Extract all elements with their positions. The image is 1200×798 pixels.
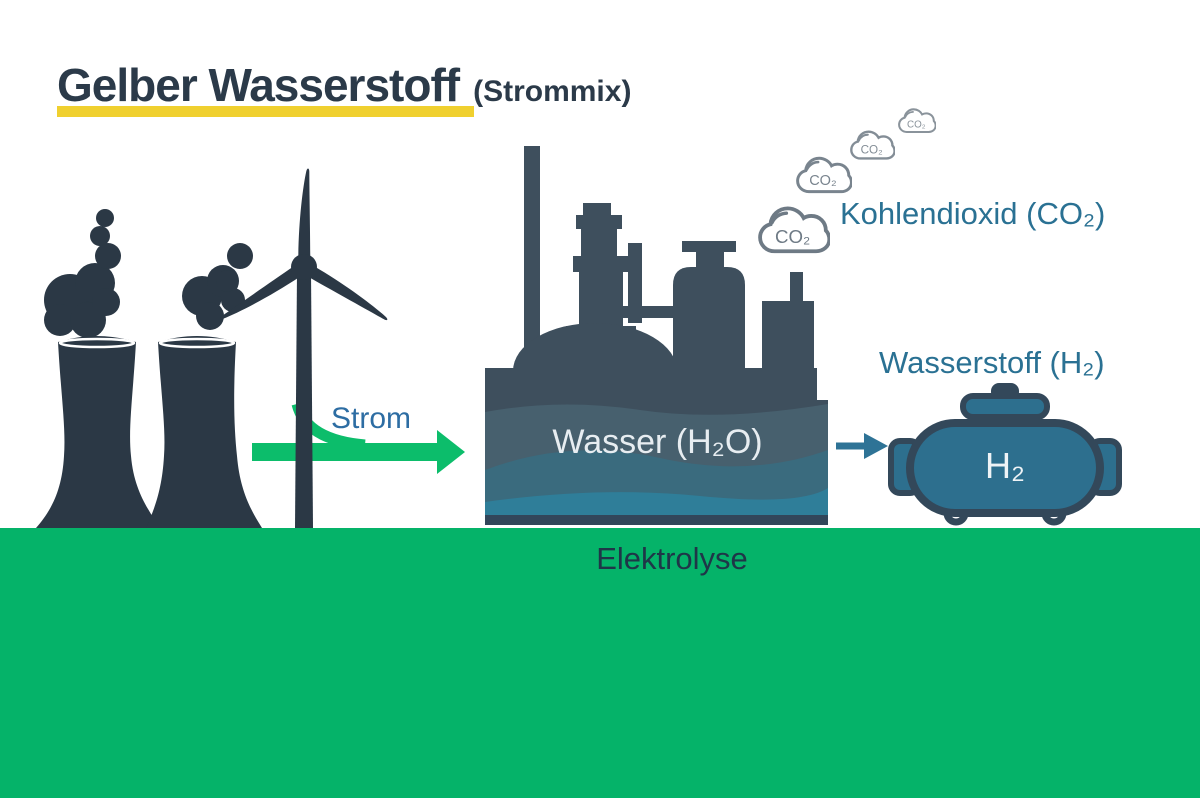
wasserstoff-label: Wasserstoff (H₂) bbox=[879, 345, 1105, 380]
page-title: Gelber Wasserstoff (Strommix) bbox=[57, 58, 631, 112]
h2-arrow-icon bbox=[836, 433, 888, 459]
title-text: Gelber Wasserstoff bbox=[57, 59, 460, 111]
power-plant-icon bbox=[36, 209, 262, 528]
co2-cloud-icon: CO₂ bbox=[758, 206, 830, 254]
co2-cloud-label: CO₂ bbox=[809, 173, 836, 189]
co2-cloud-icon: CO₂ bbox=[796, 156, 852, 194]
factory-icon bbox=[485, 146, 828, 525]
title-suffix: (Strommix) bbox=[473, 75, 632, 108]
wind-turbine-icon bbox=[220, 168, 388, 528]
turbine-hub bbox=[291, 254, 317, 280]
co2-cloud-icon: CO₂ bbox=[898, 108, 936, 133]
co2-cloud-icon: CO₂ bbox=[850, 130, 895, 160]
co2-cloud-label: CO₂ bbox=[861, 143, 883, 156]
co2-cloud-label: CO₂ bbox=[907, 120, 926, 131]
water-waves bbox=[485, 404, 828, 525]
turbine-mast bbox=[295, 271, 313, 528]
elektrolyse-label: Elektrolyse bbox=[596, 541, 748, 576]
factory-silhouette bbox=[513, 146, 814, 377]
tank-body bbox=[906, 419, 1104, 517]
strom-label: Strom bbox=[331, 402, 412, 435]
tower-rim-left bbox=[58, 337, 136, 349]
cooling-tower-right bbox=[146, 336, 262, 528]
turbine-blades bbox=[220, 168, 388, 321]
title-underline bbox=[57, 106, 474, 117]
ground-band bbox=[0, 528, 1200, 798]
co2-cloud-label: CO₂ bbox=[775, 226, 810, 247]
smoke-puffs bbox=[44, 209, 253, 338]
tower-rim-right bbox=[158, 337, 236, 349]
tank-valve bbox=[960, 383, 1050, 429]
h2-label: H₂ bbox=[985, 445, 1025, 486]
kohlendioxid-label: Kohlendioxid (CO₂) bbox=[840, 196, 1106, 231]
h2-tank-icon bbox=[888, 383, 1122, 526]
wasser-label: Wasser (H₂O) bbox=[552, 423, 763, 461]
right-arrow bbox=[252, 430, 465, 474]
cooling-tower-left bbox=[36, 336, 160, 528]
